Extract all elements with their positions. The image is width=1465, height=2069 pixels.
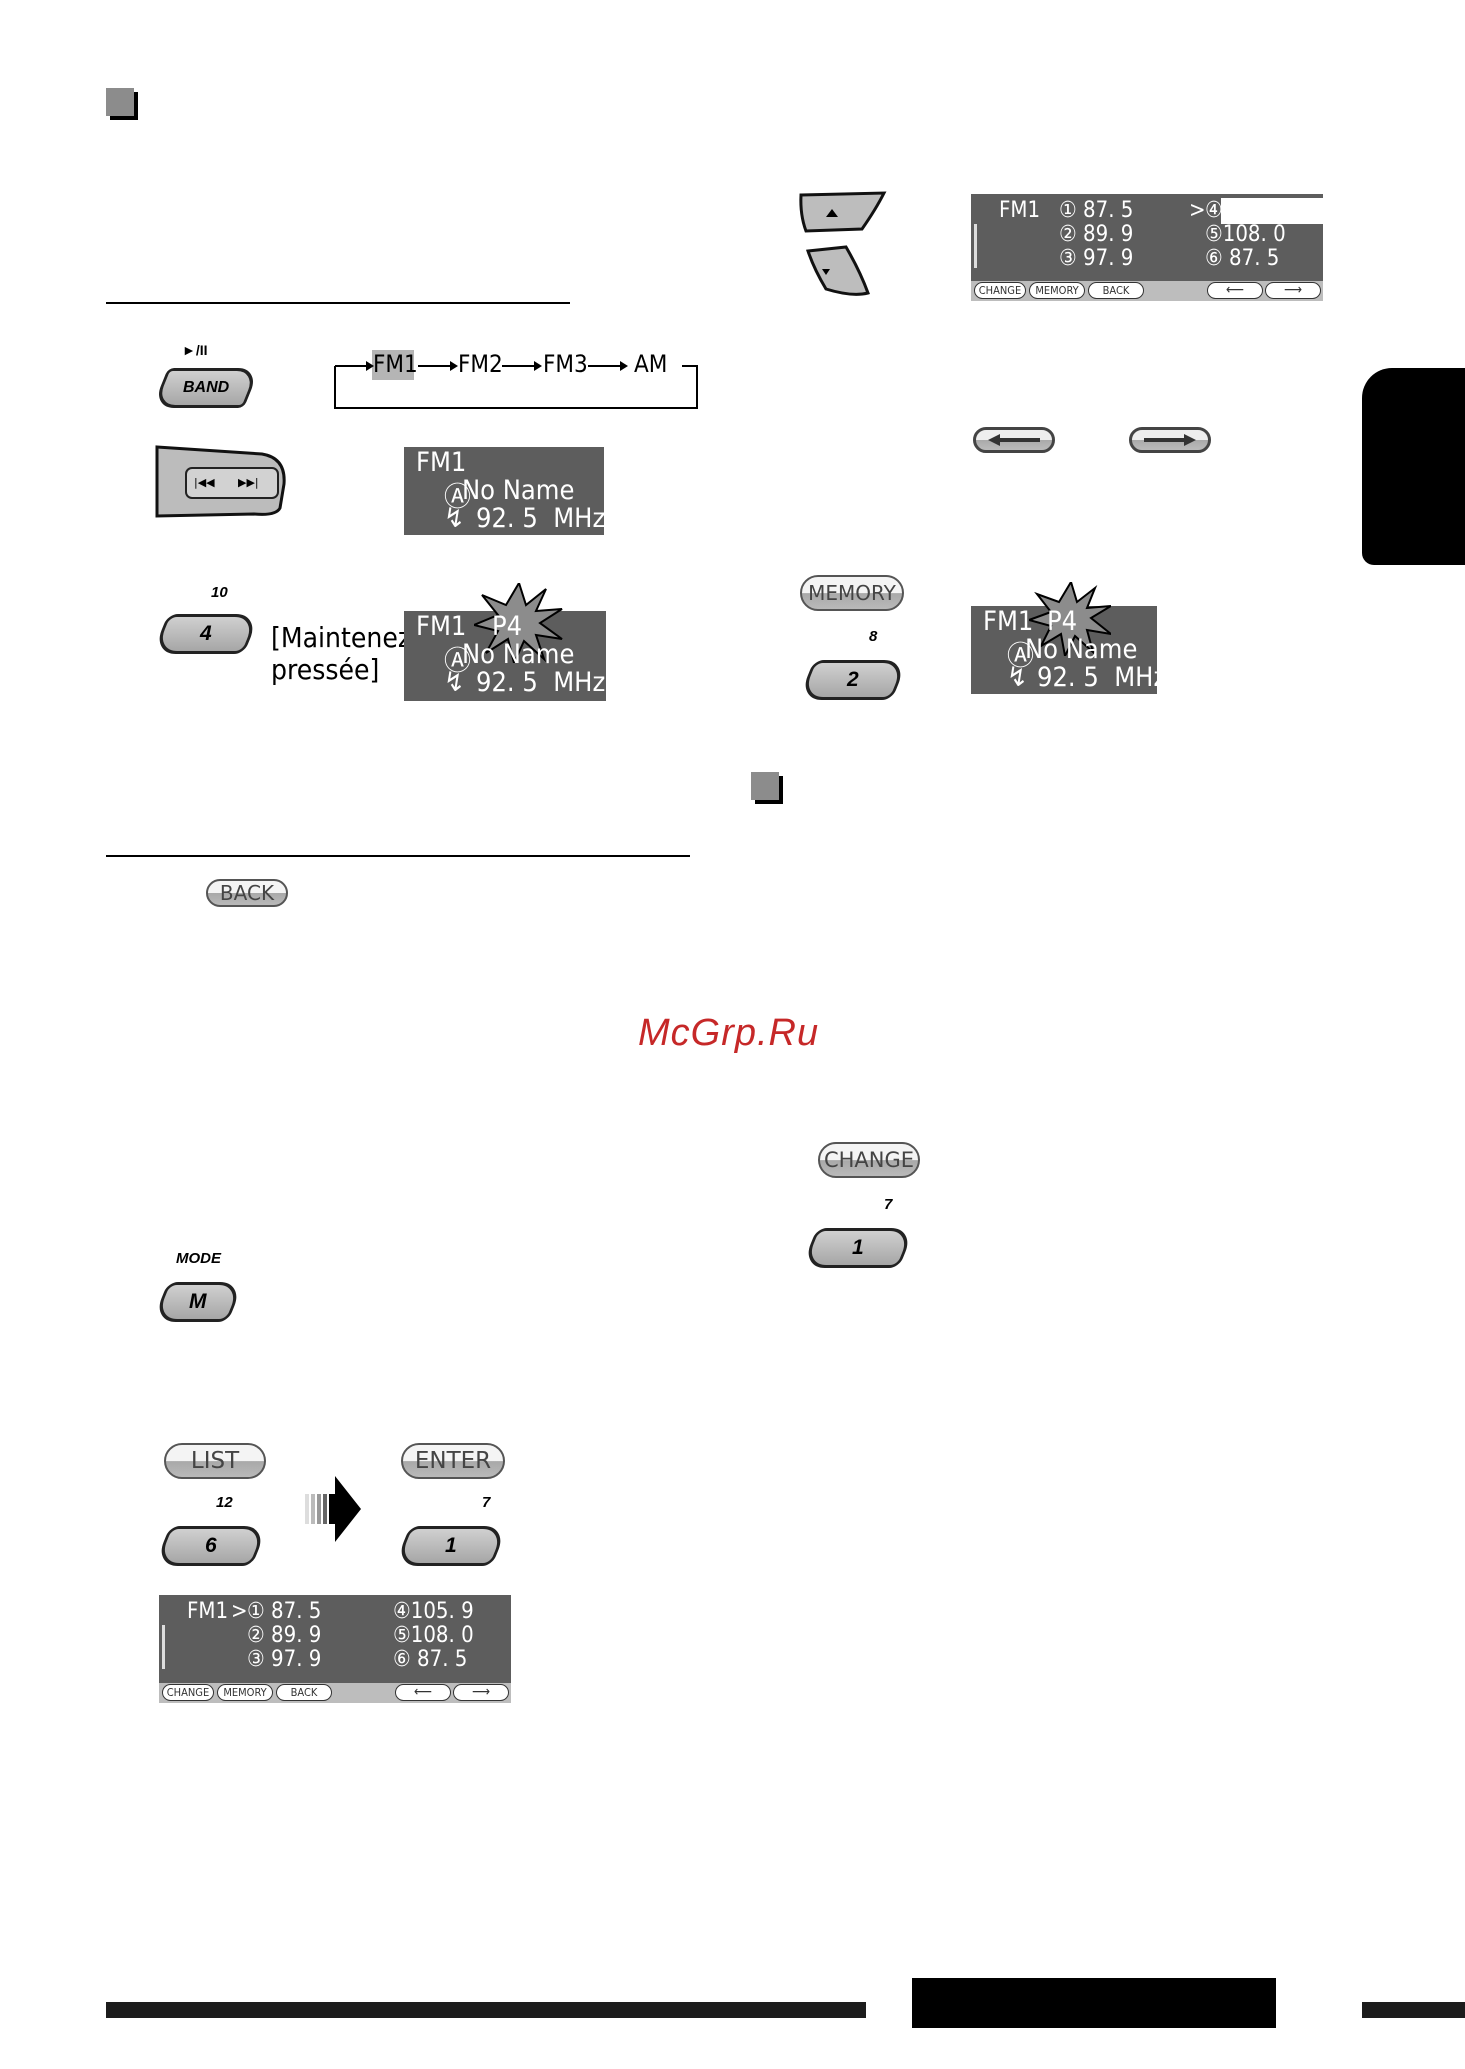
divider [106, 302, 570, 304]
list-num-label: 12 [216, 1494, 233, 1511]
right-arrow-soft-button[interactable]: ⟶ [1265, 282, 1321, 299]
key-4-label: 10 [211, 584, 228, 601]
key-1b-label: 7 [884, 1196, 893, 1213]
preset-6-button[interactable]: 6 [153, 1526, 269, 1566]
preset-4-button[interactable]: 4 [151, 614, 261, 654]
back-soft-button[interactable]: BACK [1088, 282, 1144, 299]
preset-list-display: FM1 > ① 87. 5 ② 89. 9 ③ 97. 9 ④105. 9 ⑤1… [159, 1595, 511, 1703]
selected-preset: ④105. 9 [1205, 198, 1286, 223]
mode-button[interactable]: M [151, 1282, 245, 1322]
right-arrow-icon [1144, 434, 1196, 446]
svg-text:▶▶|: ▶▶| [238, 476, 259, 489]
band-button[interactable]: BAND [151, 368, 261, 408]
preset-1-button[interactable]: 1 [393, 1526, 509, 1566]
footer-bar [1362, 2002, 1465, 2018]
preset-list-display-top: FM1 ① 87. 5 ② 89. 9 ③ 97. 9 > ④105. 9 ⑤1… [971, 194, 1323, 301]
left-arrow-button[interactable] [973, 427, 1055, 453]
preset-1-button[interactable]: 1 [800, 1228, 916, 1268]
watermark: McGrp.Ru [638, 1012, 820, 1054]
band-am: AM [634, 350, 668, 378]
memory-soft-button[interactable]: MEMORY [1029, 282, 1085, 299]
section-marker [751, 772, 779, 800]
lcd-display: FM1 Ⓐ No Name ↯ 92. 5 MHz [404, 447, 605, 535]
scroll-indicator [162, 1625, 165, 1669]
flash-burst-icon [1029, 582, 1111, 656]
lcd-display-preset: FM1 P4 Ⓐ No Name ↯ 92. 5 MHz [404, 583, 606, 701]
section-marker [106, 88, 134, 116]
page-number-box [912, 1978, 1276, 2028]
divider [106, 855, 690, 857]
band-fm2: FM2 [458, 350, 503, 378]
antenna-icon: Ⓐ [444, 482, 471, 513]
key-2-label: 8 [869, 628, 878, 645]
left-arrow-soft-button[interactable]: ⟵ [1207, 282, 1263, 299]
seek-rocker-button[interactable]: |◀◀ ▶▶| [154, 444, 289, 520]
big-right-arrow-icon [305, 1476, 361, 1542]
hold-note: [Maintenez pressée] [271, 621, 412, 686]
right-arrow-button[interactable] [1129, 427, 1211, 453]
list-button[interactable]: LIST [164, 1443, 266, 1479]
memory-button[interactable]: MEMORY [800, 575, 904, 611]
svg-text:|◀◀: |◀◀ [194, 476, 215, 489]
enter-num-label: 7 [482, 1494, 491, 1511]
play-pause-label: ►/II [182, 342, 208, 358]
right-arrow-soft-button[interactable]: ⟶ [453, 1684, 509, 1701]
lcd-display-memory: FM1 P4 Ⓐ No Name ↯ 92. 5 MHz [971, 582, 1166, 694]
enter-button[interactable]: ENTER [401, 1443, 505, 1479]
change-button[interactable]: CHANGE [818, 1142, 920, 1178]
mode-label: MODE [176, 1250, 221, 1267]
up-down-buttons[interactable] [796, 189, 888, 303]
back-soft-button[interactable]: BACK [276, 1684, 332, 1701]
language-tab [1362, 368, 1465, 565]
change-soft-button[interactable]: CHANGE [162, 1684, 214, 1701]
band-fm1: FM1 [373, 350, 418, 378]
back-button[interactable]: BACK [206, 879, 288, 907]
preset-2-button[interactable]: 2 [797, 660, 909, 700]
flash-burst-icon [474, 583, 563, 663]
change-soft-button[interactable]: CHANGE [974, 282, 1026, 299]
band-fm3: FM3 [543, 350, 588, 378]
footer-bar [106, 2002, 866, 2018]
left-arrow-soft-button[interactable]: ⟵ [395, 1684, 451, 1701]
band-cycle-diagram [334, 350, 698, 409]
left-arrow-icon [988, 434, 1040, 446]
memory-soft-button[interactable]: MEMORY [217, 1684, 273, 1701]
signal-icon: ↯ [444, 503, 465, 534]
